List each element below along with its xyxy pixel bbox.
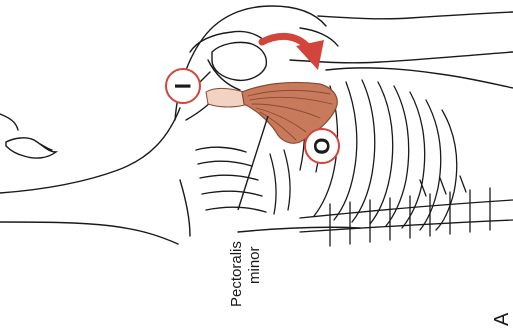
insertion-marker: I <box>166 69 200 103</box>
origin-marker-letter: O <box>310 137 335 154</box>
panel-letter: A <box>492 313 512 326</box>
arm-outline <box>290 12 513 63</box>
muscle-label-line2: minor <box>247 246 262 284</box>
spine <box>300 176 513 246</box>
muscle-label-line1: Pectoralis <box>229 241 244 307</box>
head-outline <box>0 108 180 244</box>
motion-arrow <box>262 36 324 70</box>
origin-marker: O <box>305 129 339 163</box>
insertion-marker-letter: I <box>171 83 196 89</box>
